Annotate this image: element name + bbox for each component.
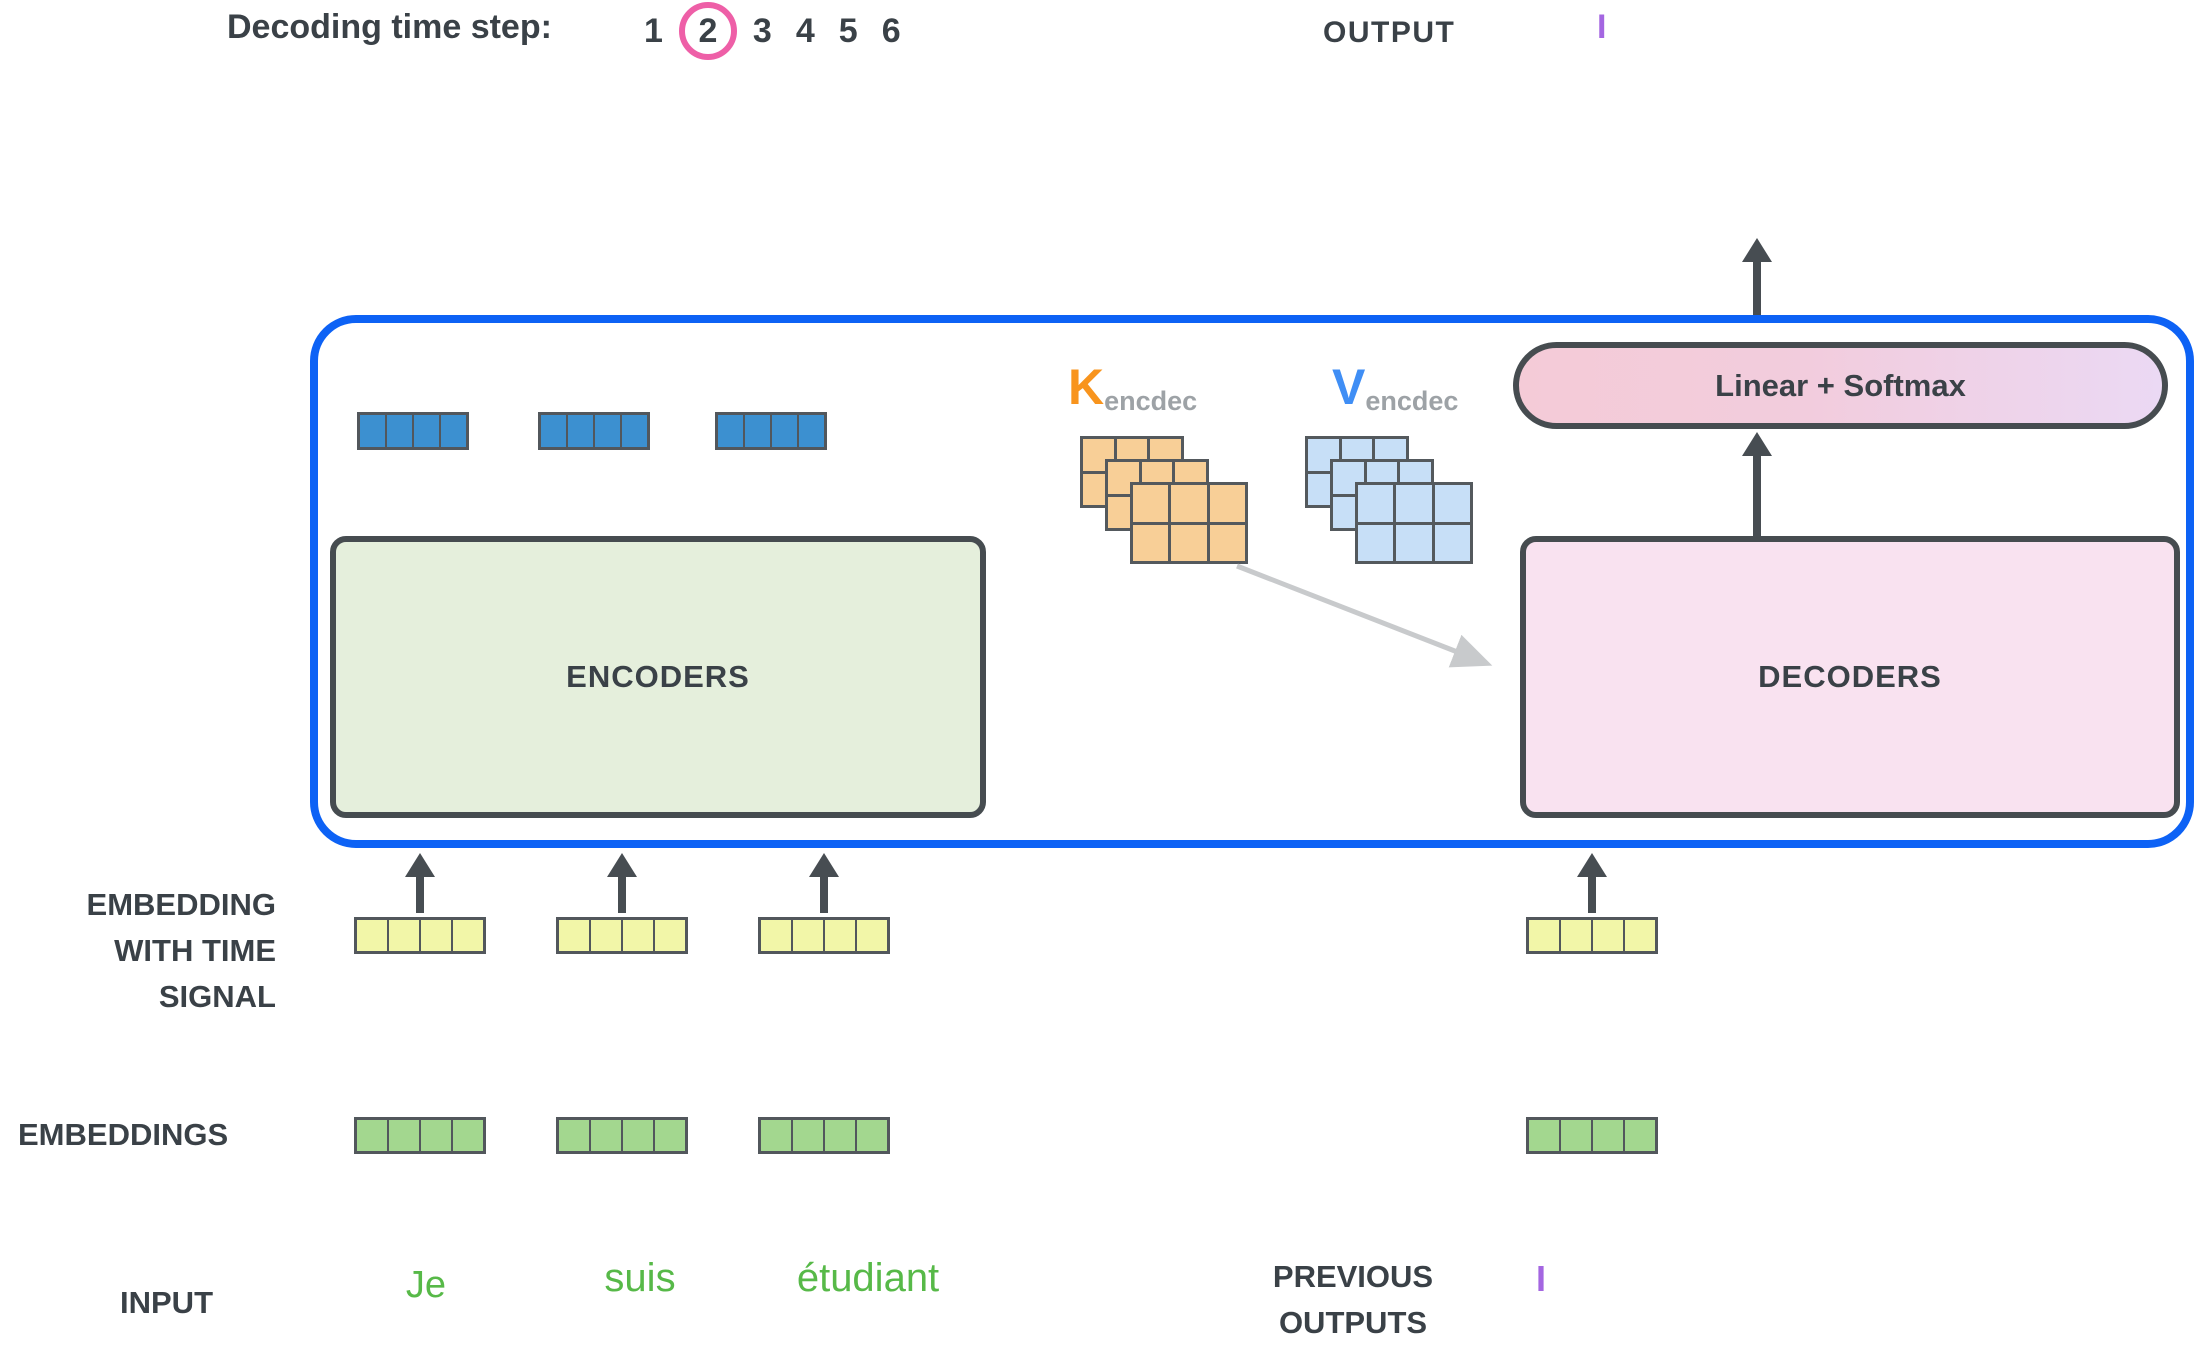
k-encdec-matrices: [1080, 436, 1252, 566]
linear-softmax-box: Linear + Softmax: [1513, 342, 2168, 429]
step-4: 4: [795, 11, 815, 50]
decoders-label: DECODERS: [1758, 659, 1942, 694]
decoders-box: DECODERS: [1520, 536, 2180, 818]
time-signal-vector-1: [354, 917, 486, 954]
encoder-output-vector-2: [538, 412, 650, 450]
encoders-box: ENCODERS: [330, 536, 986, 818]
step-2-active: 2: [678, 2, 737, 60]
output-arrow-icon: [1741, 238, 1773, 316]
time-signal-vector-3: [758, 917, 890, 954]
decoder-input-arrow-icon: [1576, 853, 1608, 913]
input-arrow-2-icon: [606, 853, 638, 913]
linear-softmax-label: Linear + Softmax: [1715, 367, 1966, 403]
embeddings-label: EMBEDDINGS: [18, 1117, 229, 1152]
decoding-time-step-label: Decoding time step:: [227, 8, 552, 46]
previous-output-value: I: [1536, 1258, 1547, 1299]
input-word-je: Je: [405, 1264, 447, 1306]
decoding-steps: 1 2 3 4 5 6: [644, 2, 901, 60]
decoders-to-softmax-arrow-icon: [1741, 432, 1773, 536]
step-3: 3: [752, 11, 772, 50]
previous-outputs-label: PREVIOUS OUTPUTS: [1272, 1259, 1434, 1340]
embedding-with-time-signal-label: EMBEDDING WITH TIME SIGNAL: [86, 887, 276, 1014]
encoder-output-vector-1: [357, 412, 469, 450]
embedding-vector-1: [354, 1117, 486, 1154]
time-signal-vector-2: [556, 917, 688, 954]
kv-to-decoders-arrow-icon: [1236, 563, 1493, 668]
output-label: OUTPUT: [1323, 16, 1456, 49]
embedding-vector-3: [758, 1117, 890, 1154]
input-word-suis: suis: [604, 1256, 676, 1300]
input-word-etudiant: étudiant: [796, 1256, 940, 1300]
decoder-time-signal-vector: [1526, 917, 1658, 954]
embedding-vector-2: [556, 1117, 688, 1154]
step-6: 6: [881, 11, 901, 50]
v-encdec-matrices: [1305, 436, 1477, 566]
decoder-embedding-vector: [1526, 1117, 1658, 1154]
k-encdec-label: Kencdec: [1068, 359, 1198, 416]
input-arrow-3-icon: [808, 853, 840, 913]
step-5: 5: [838, 11, 858, 50]
input-label: INPUT: [120, 1285, 213, 1320]
output-value: I: [1597, 8, 1607, 46]
encoder-output-vector-3: [715, 412, 827, 450]
encoders-label: ENCODERS: [566, 659, 750, 694]
step-1: 1: [644, 11, 663, 50]
v-encdec-label: Vencdec: [1332, 359, 1459, 416]
input-arrow-1-icon: [404, 853, 436, 913]
